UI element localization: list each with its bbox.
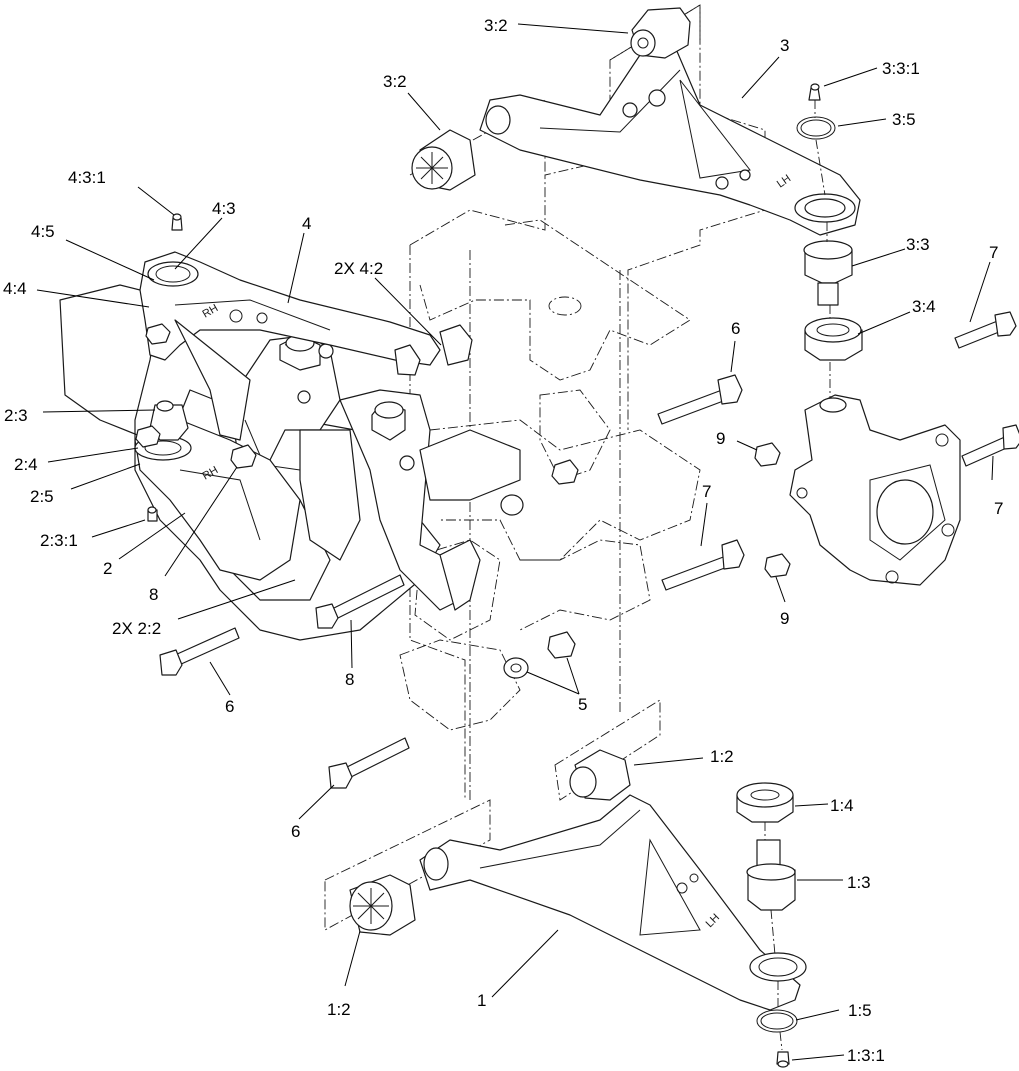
frame-nut-upper xyxy=(145,323,171,345)
callout-1: 1 xyxy=(477,991,486,1010)
upper-ball-joint-hardware xyxy=(796,83,836,196)
callout-4: 4 xyxy=(302,214,311,233)
callout-8-left: 8 xyxy=(149,585,158,604)
bolt-6-bottom xyxy=(328,737,410,789)
washer-5-lower xyxy=(503,657,529,679)
upper-arm-bushing-rear xyxy=(630,7,691,59)
callout-2-4: 2:4 xyxy=(14,455,38,474)
callout-6-middle: 6 xyxy=(731,319,740,338)
lower-ball-joint-hardware xyxy=(756,981,798,1068)
callout-4-5: 4:5 xyxy=(31,222,55,241)
upper-arm-bushing-front xyxy=(411,129,476,191)
callout-7-top: 7 xyxy=(989,243,998,262)
callout-3: 3 xyxy=(780,36,789,55)
callout-1-2-bottom: 1:2 xyxy=(327,1000,351,1019)
callout-2x-4-2: 2X 4:2 xyxy=(334,259,383,278)
lower-ball-joint xyxy=(746,839,796,956)
callout-1-3-1: 1:3:1 xyxy=(847,1046,885,1065)
callout-4-4: 4:4 xyxy=(3,279,27,298)
nut-5-upper xyxy=(547,631,576,659)
callout-5: 5 xyxy=(578,695,587,714)
callout-3-4: 3:4 xyxy=(912,297,936,316)
callout-3-2-left: 3:2 xyxy=(383,72,407,91)
frame-nut-8 xyxy=(230,444,257,469)
callout-7-right: 7 xyxy=(994,499,1003,518)
lower-arm-bushing-rear xyxy=(569,749,631,801)
callout-7-middle: 7 xyxy=(702,482,711,501)
bolt-8-bottom xyxy=(315,574,405,629)
callout-labels: 3:2 3 3:2 3:3:1 3:5 4:3:1 4:3 4 4:5 2X 4… xyxy=(3,16,1003,1065)
lower-ball-joint-boot xyxy=(736,782,794,840)
callout-4-3-1: 4:3:1 xyxy=(68,168,106,187)
callout-3-2-top: 3:2 xyxy=(484,16,508,35)
callout-3-5: 3:5 xyxy=(892,110,916,129)
bolt-6-left xyxy=(159,627,240,676)
nut-9-bottom xyxy=(764,553,791,578)
callout-6-left: 6 xyxy=(225,697,234,716)
callout-2-3-1: 2:3:1 xyxy=(40,531,78,550)
upper-ball-joint-boot xyxy=(804,305,863,400)
callout-1-5: 1:5 xyxy=(848,1001,872,1020)
bolt-6-middle xyxy=(657,374,743,425)
callout-3-3: 3:3 xyxy=(906,235,930,254)
nut-9-top xyxy=(754,442,781,467)
upper-control-arm-rh: RH xyxy=(139,251,441,441)
callout-2-5: 2:5 xyxy=(30,487,54,506)
bushing-star-icon xyxy=(353,888,389,924)
steering-knuckle xyxy=(789,394,961,586)
nut-mid-frame xyxy=(500,459,579,516)
leader-lines xyxy=(36,23,994,1061)
callout-3-3-1: 3:3:1 xyxy=(882,59,920,78)
callout-2-3: 2:3 xyxy=(4,406,28,425)
lower-rh-grease-fitting xyxy=(147,506,158,522)
lower-rh-ball-joint xyxy=(135,400,189,448)
upper-rh-grease-fitting xyxy=(171,213,183,231)
callout-6-bottom: 6 xyxy=(291,822,300,841)
callout-1-3: 1:3 xyxy=(847,873,871,892)
callout-1-4: 1:4 xyxy=(830,796,854,815)
lower-arm-bushing-front xyxy=(349,874,416,936)
callout-2x-2-2: 2X 2:2 xyxy=(112,619,161,638)
bolt-7-top xyxy=(954,311,1017,349)
lower-control-arm-lh: LH xyxy=(419,794,807,1011)
callout-4-3: 4:3 xyxy=(212,199,236,218)
upper-ball-joint xyxy=(803,222,853,306)
bushing-star-icon xyxy=(416,152,448,184)
frame-phantom-outline xyxy=(89,4,766,931)
callout-9-bottom: 9 xyxy=(780,609,789,628)
bolt-7-right xyxy=(961,424,1019,467)
callout-9-top: 9 xyxy=(716,429,725,448)
callout-2: 2 xyxy=(103,559,112,578)
bolt-7-middle xyxy=(661,539,745,591)
callout-8-bottom: 8 xyxy=(345,670,354,689)
upper-control-arm-lh: LH xyxy=(479,34,861,236)
upper-arm-rh-bushings xyxy=(394,324,473,376)
callout-1-2-top: 1:2 xyxy=(710,747,734,766)
